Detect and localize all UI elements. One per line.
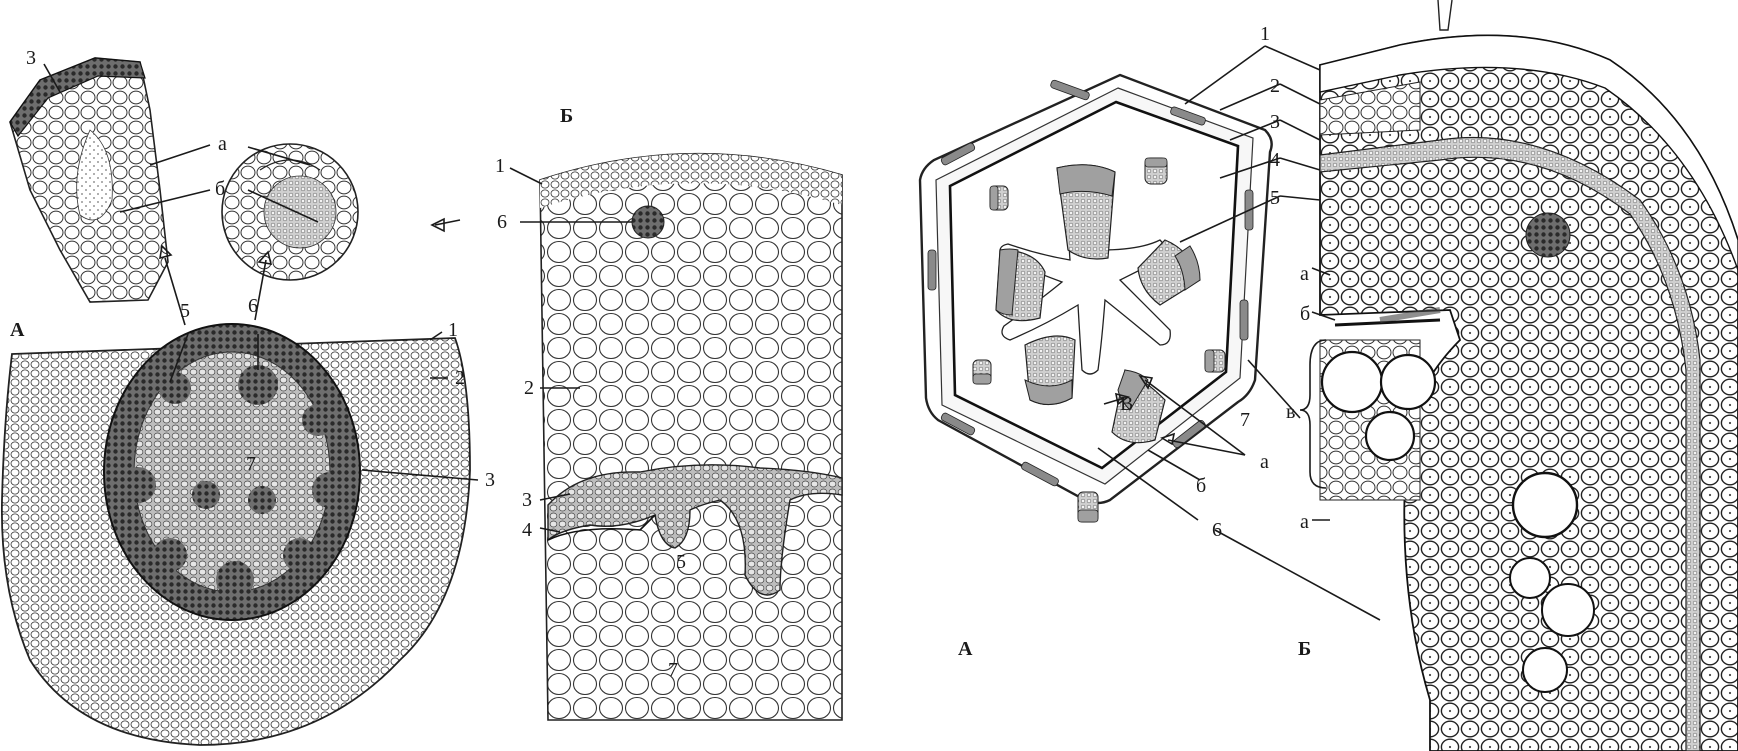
panel-label-b-right: Б [1298, 638, 1311, 660]
label-a-3b: 3 [485, 469, 495, 491]
label-b-7: 7 [668, 659, 678, 681]
pentagon-section [920, 75, 1272, 522]
label-a-5: 5 [180, 300, 190, 322]
label-r-6: 6 [1212, 519, 1222, 541]
label-a-a: а [218, 133, 227, 155]
panel-label-a-left: А [10, 319, 25, 341]
label-b-3: 3 [522, 489, 532, 511]
section-a-main [2, 324, 470, 745]
label-a-3: 3 [26, 47, 36, 69]
fragment-a-circle [222, 144, 358, 280]
label-a-2: 2 [455, 367, 465, 389]
label-r-2: 2 [1270, 75, 1280, 97]
right-figure: 1 2 3 4 5 7 6 а б в а В а б А Б [920, 0, 1738, 751]
label-a-6: 6 [248, 295, 258, 317]
label-b-1: 1 [495, 155, 505, 177]
tissue-detail [1320, 0, 1738, 751]
label-r-a1: а [1300, 263, 1309, 285]
panel-label-a-right: А [958, 638, 973, 660]
section-b-left [540, 154, 842, 720]
label-r-a-inner: а [1260, 451, 1269, 473]
label-b-2: 2 [524, 377, 534, 399]
panel-label-b-left: Б [560, 105, 573, 127]
label-r-7: 7 [1240, 409, 1250, 431]
label-r-v-inner: В [1120, 393, 1133, 415]
left-figure: 3 а б 5 6 1 2 7 3 А Б 1 6 2 3 4 5 7 [2, 47, 842, 745]
label-b-5: 5 [676, 551, 686, 573]
label-r-3: 3 [1270, 111, 1280, 133]
label-r-b-inner: б [1196, 475, 1206, 497]
label-b-4: 4 [522, 519, 532, 541]
label-r-4: 4 [1270, 149, 1280, 171]
label-r-a2: а [1300, 511, 1309, 533]
label-r-1: 1 [1260, 23, 1270, 45]
label-a-7: 7 [246, 453, 256, 475]
label-r-v1: в [1286, 401, 1295, 423]
label-r-b1: б [1300, 303, 1310, 325]
label-r-5: 5 [1270, 187, 1280, 209]
label-b-6: 6 [497, 211, 507, 233]
label-a-1: 1 [448, 319, 458, 341]
fragment-a-left [10, 58, 168, 302]
label-a-b: б [215, 178, 225, 200]
